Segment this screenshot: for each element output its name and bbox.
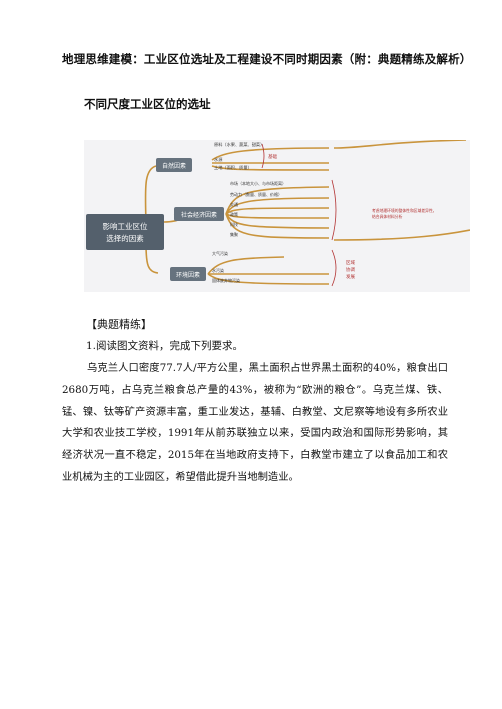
natural-brace (261, 143, 265, 169)
social-note-line1: 考虑地理环境的整体性和区域差异性， (372, 208, 437, 213)
center-label-line1: 影响工业区位 (103, 221, 148, 231)
section-subtitle: 不同尺度工业区位的选址 (84, 97, 211, 111)
environment-leaf-1: 大气污染 (212, 250, 228, 256)
social-brace (331, 179, 337, 241)
practice-section-label: 【典题精练】 (86, 318, 152, 331)
mindmap-figure: 影响工业区位 选择的因素 自然因素 社会经济因素 环境因素 原料（水果、蔬菜、甜… (84, 139, 471, 292)
natural-leaf-1: 原料（水果、蔬菜、甜菜） (214, 141, 264, 148)
document-title: 地理思维建模：工业区位选址及工程建设不同时期因素（附：典题精练及解析） (62, 52, 472, 66)
environment-brace (331, 249, 337, 287)
social-leaf-1: 市场（本地大小、与市场距离） (230, 180, 286, 186)
social-leaf-5: 科技 (230, 221, 238, 227)
social-leaf-2: 劳动力（数量、质量、价格） (230, 191, 282, 197)
branch-natural-node (156, 158, 192, 172)
branch-environment-label: 环境因素 (176, 271, 200, 279)
branch-social-node (174, 207, 224, 221)
social-note-line2: 结合具体材料分析 (372, 214, 403, 219)
social-leaf-3: 交通 (230, 201, 238, 207)
center-label-line2: 选择的因素 (106, 233, 144, 243)
branch-environment-node (170, 267, 206, 281)
natural-note: 基础 (268, 153, 277, 160)
branch-social-label: 社会经济因素 (181, 211, 217, 219)
environment-leaf-2: 水污染 (212, 267, 224, 273)
natural-leaf-3: 土地（面积、质量） (214, 164, 252, 171)
environment-note-line1: 区域 (346, 259, 355, 266)
natural-leaves: 原料（水果、蔬菜、甜菜） 水源 土地（面积、质量） (214, 141, 264, 171)
social-leaf-4: 政策 (230, 211, 238, 217)
environment-leaves: 大气污染 水污染 固体废弃物污染 (212, 250, 240, 283)
environment-note-line3: 发展 (346, 273, 355, 280)
environment-note-line2: 协调 (346, 266, 355, 273)
social-leaves: 市场（本地大小、与市场距离） 劳动力（数量、质量、价格） 交通 政策 科技 集聚 (230, 180, 286, 237)
mindmap-center-node (86, 214, 164, 250)
question-1-paragraph: 乌克兰人口密度77.7人/平方公里，黑土面积占世界黑土面积的40%，粮食出口26… (62, 362, 448, 483)
question-1-prompt: 1.阅读图文资料，完成下列要求。 (86, 340, 244, 352)
mindmap-svg: 影响工业区位 选择的因素 自然因素 社会经济因素 环境因素 原料（水果、蔬菜、甜… (84, 139, 471, 292)
branch-natural-label: 自然因素 (162, 162, 186, 170)
social-leaf-6: 集聚 (230, 231, 238, 237)
environment-leaf-3: 固体废弃物污染 (212, 277, 240, 283)
natural-leaf-2: 水源 (214, 156, 223, 163)
